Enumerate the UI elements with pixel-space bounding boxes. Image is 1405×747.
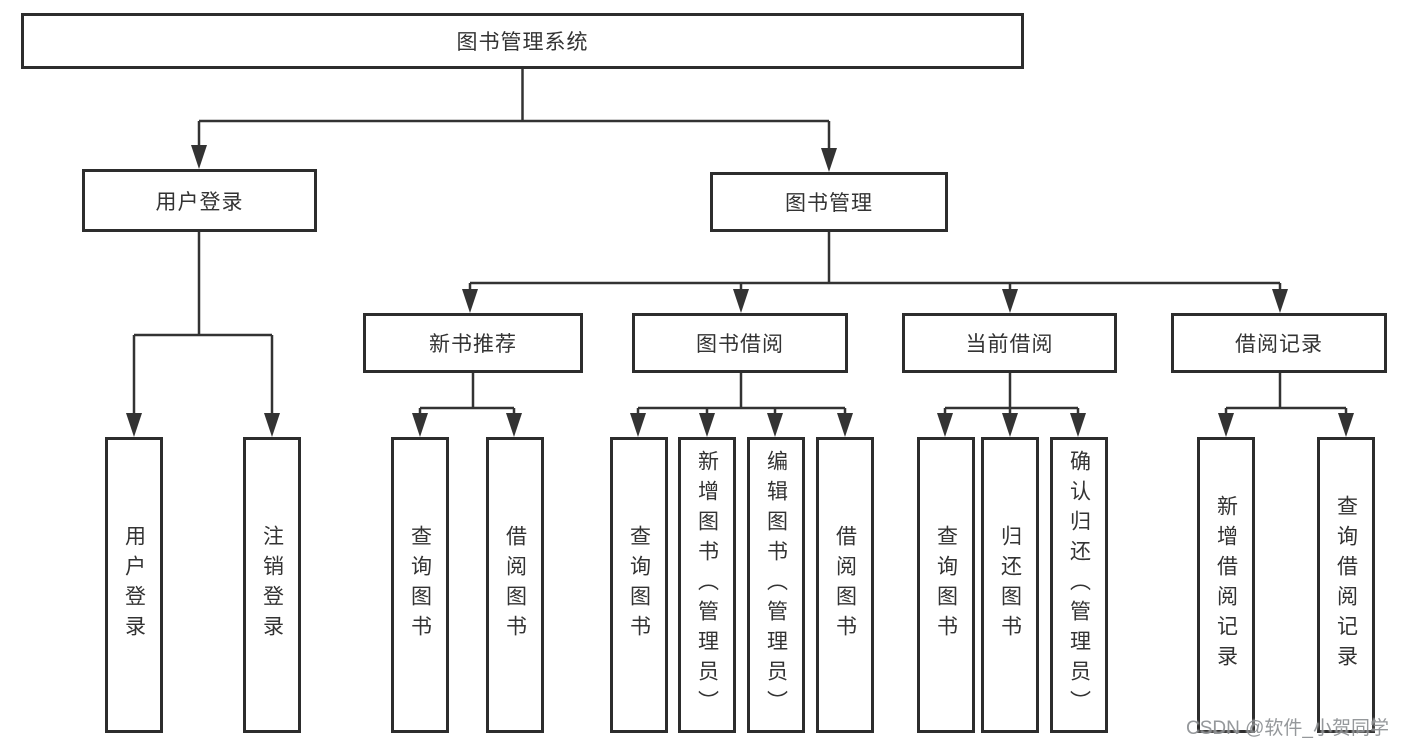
connector-user-login-to-leaves <box>126 232 280 437</box>
leaf-add-borrow-record: 新增借阅记录 <box>1197 437 1255 733</box>
node-new-book-recommendation: 新书推荐 <box>363 313 583 373</box>
leaf-return-book-label: 归还图书 <box>998 525 1022 645</box>
connector-borrow-records-to-leaves <box>1218 373 1354 437</box>
leaf-return-book: 归还图书 <box>981 437 1039 733</box>
connector-new-book-to-leaves <box>412 373 522 437</box>
leaf-edit-book-admin: 编辑图书（管理员） <box>747 437 805 733</box>
leaf-borrow-book-recommend: 借阅图书 <box>486 437 544 733</box>
node-book-management: 图书管理 <box>710 172 948 232</box>
connector-root-to-level2 <box>191 69 837 172</box>
leaf-borrow-book-borrowing: 借阅图书 <box>816 437 874 733</box>
node-root: 图书管理系统 <box>21 13 1024 69</box>
leaf-logout: 注销登录 <box>243 437 301 733</box>
leaf-borrow-book-recommend-label: 借阅图书 <box>503 525 527 645</box>
leaf-add-borrow-record-label: 新增借阅记录 <box>1214 495 1238 675</box>
leaf-user-login: 用户登录 <box>105 437 163 733</box>
connector-book-management-to-level3 <box>462 232 1288 313</box>
leaf-query-book-current-label: 查询图书 <box>934 525 958 645</box>
leaf-query-book-current: 查询图书 <box>917 437 975 733</box>
node-book-borrowing: 图书借阅 <box>632 313 848 373</box>
leaf-user-login-label: 用户登录 <box>122 525 146 645</box>
csdn-watermark: CSDN @软件_小贺同学 <box>1186 718 1389 739</box>
leaf-borrow-book-borrowing-label: 借阅图书 <box>833 525 857 645</box>
node-user-login: 用户登录 <box>82 169 317 232</box>
leaf-query-book-borrowing: 查询图书 <box>610 437 668 733</box>
leaf-query-book-recommend: 查询图书 <box>391 437 449 733</box>
leaf-confirm-return-admin: 确认归还（管理员） <box>1050 437 1108 733</box>
leaf-add-book-admin: 新增图书（管理员） <box>678 437 736 733</box>
leaf-edit-book-admin-label: 编辑图书（管理员） <box>764 450 788 720</box>
leaf-query-borrow-record-label: 查询借阅记录 <box>1334 495 1358 675</box>
leaf-confirm-return-admin-label: 确认归还（管理员） <box>1067 450 1091 720</box>
connector-book-borrowing-to-leaves <box>630 373 853 437</box>
connector-current-borrowing-to-leaves <box>937 373 1086 437</box>
leaf-query-borrow-record: 查询借阅记录 <box>1317 437 1375 733</box>
node-current-borrowing: 当前借阅 <box>902 313 1117 373</box>
leaf-add-book-admin-label: 新增图书（管理员） <box>695 450 719 720</box>
leaf-query-book-borrowing-label: 查询图书 <box>627 525 651 645</box>
leaf-logout-label: 注销登录 <box>260 525 284 645</box>
leaf-query-book-recommend-label: 查询图书 <box>408 525 432 645</box>
node-borrow-records: 借阅记录 <box>1171 313 1387 373</box>
